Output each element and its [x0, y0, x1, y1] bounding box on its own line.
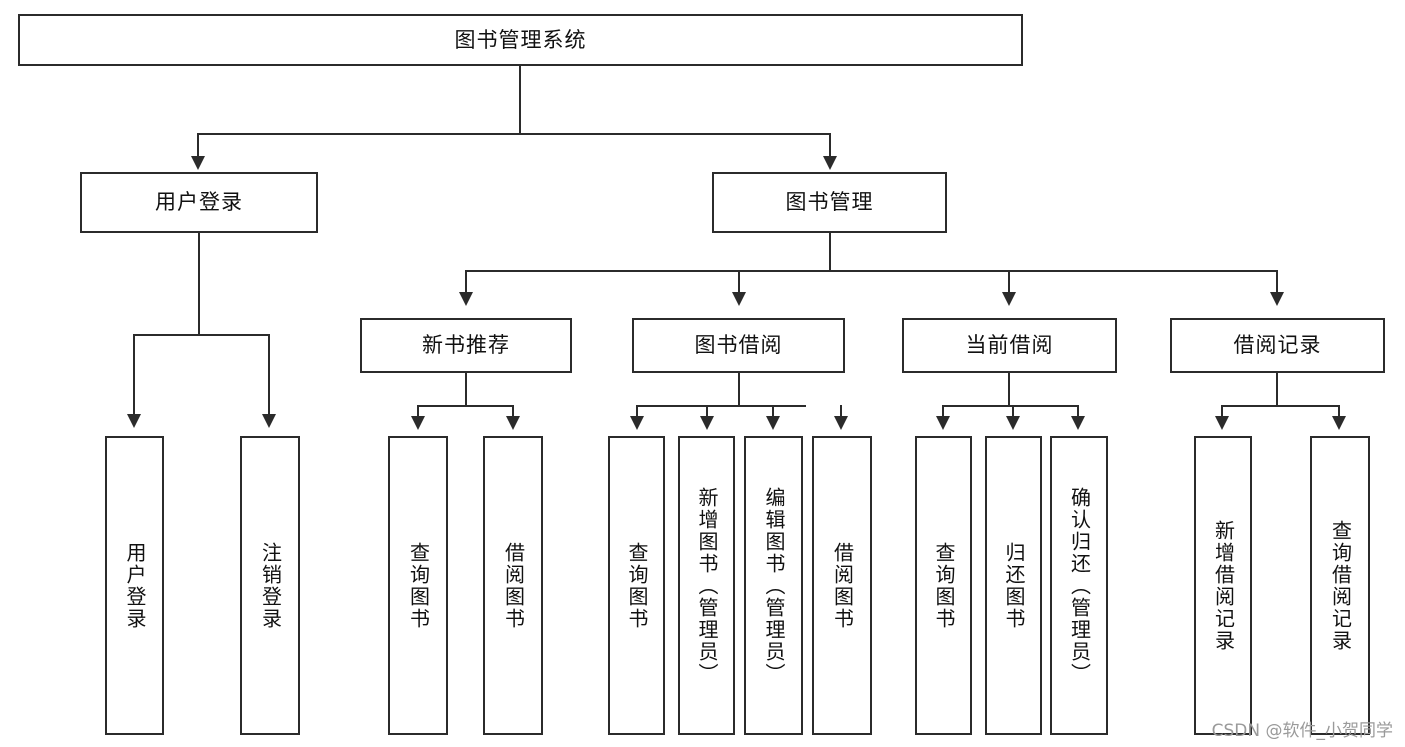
node-label: 借阅图书: [501, 541, 526, 630]
node-current-borrow[interactable]: 当前借阅: [902, 318, 1117, 373]
connector-current-borrow-stem: [1008, 373, 1010, 407]
node-borrow-record[interactable]: 借阅记录: [1170, 318, 1385, 373]
arrowhead-to-new-book: [459, 292, 473, 306]
arrowhead-user-login-child1: [127, 414, 141, 428]
arrowhead-current-borrow-child3: [1071, 416, 1085, 430]
arrowhead-to-book-borrow: [732, 292, 746, 306]
connector-level1-bus: [197, 133, 831, 135]
node-label: 新增借阅记录: [1211, 519, 1236, 652]
node-label: 确认归还（管理员）: [1067, 486, 1092, 685]
arrowhead-book-borrow-child1: [630, 416, 644, 430]
arrowhead-current-borrow-child1: [936, 416, 950, 430]
leaf-book-borrow-query[interactable]: 查询图书: [608, 436, 665, 735]
node-label: 查询图书: [625, 541, 649, 630]
connector-borrow-record-child1: [1221, 405, 1223, 418]
arrowhead-current-borrow-child2: [1006, 416, 1020, 430]
arrowhead-book-borrow-child3: [766, 416, 780, 430]
connector-new-book-stem: [465, 373, 467, 407]
arrowhead-borrow-record-child2: [1332, 416, 1346, 430]
node-label: 借阅图书: [830, 541, 855, 630]
leaf-confirm-return-admin[interactable]: 确认归还（管理员）: [1050, 436, 1108, 735]
node-label: 查询图书: [406, 541, 431, 630]
node-label: 当前借阅: [965, 333, 1054, 358]
leaf-logout[interactable]: 注销登录: [240, 436, 300, 735]
node-label: 图书借阅: [694, 333, 783, 358]
node-label: 编辑图书（管理员）: [762, 486, 786, 685]
connector-new-book-bus: [417, 405, 514, 407]
connector-to-current-borrow: [1008, 270, 1010, 294]
connector-to-borrow-record: [1276, 270, 1278, 294]
leaf-return-book[interactable]: 归还图书: [985, 436, 1042, 735]
leaf-query-borrow-record[interactable]: 查询借阅记录: [1310, 436, 1370, 735]
connector-book-borrow-child2: [706, 405, 708, 418]
connector-book-borrow-child1: [636, 405, 638, 418]
connector-root-stem: [519, 66, 521, 134]
node-label: 新增图书（管理员）: [695, 486, 719, 685]
node-label: 图书管理系统: [454, 27, 587, 52]
leaf-add-borrow-record[interactable]: 新增借阅记录: [1194, 436, 1252, 735]
arrowhead-new-book-child1: [411, 416, 425, 430]
arrowhead-user-login-child2: [262, 414, 276, 428]
arrowhead-to-borrow-record: [1270, 292, 1284, 306]
node-book-management[interactable]: 图书管理: [712, 172, 947, 233]
node-label: 注销登录: [258, 541, 283, 630]
connector-current-borrow-bus: [942, 405, 1078, 407]
arrowhead-book-borrow-child4: [834, 416, 848, 430]
connector-level2-bus: [465, 270, 1277, 272]
leaf-new-book-borrow[interactable]: 借阅图书: [483, 436, 543, 735]
connector-borrow-record-child2: [1338, 405, 1340, 418]
arrowhead-new-book-child2: [506, 416, 520, 430]
connector-borrow-record-bus: [1221, 405, 1340, 407]
arrowhead-to-user-login: [191, 156, 205, 170]
connector-book-borrow-stem: [738, 373, 740, 407]
arrowhead-to-book-manage: [823, 156, 837, 170]
connector-book-borrow-child4: [840, 405, 842, 418]
connector-user-login-child2: [268, 334, 270, 416]
node-user-login[interactable]: 用户登录: [80, 172, 318, 233]
node-label: 用户登录: [155, 190, 243, 215]
connector-to-user-login: [197, 133, 199, 158]
node-label: 用户登录: [123, 541, 147, 630]
leaf-book-borrow-action[interactable]: 借阅图书: [812, 436, 872, 735]
node-label: 查询借阅记录: [1328, 519, 1353, 652]
connector-current-borrow-child2: [1012, 405, 1014, 418]
node-label: 归还图书: [1002, 541, 1026, 630]
node-new-book-recommend[interactable]: 新书推荐: [360, 318, 572, 373]
node-label: 查询图书: [932, 541, 956, 630]
watermark-text: CSDN @软件_小贺同学: [1211, 721, 1393, 741]
connector-current-borrow-child3: [1077, 405, 1079, 418]
leaf-book-edit-admin[interactable]: 编辑图书（管理员）: [744, 436, 803, 735]
connector-to-book-manage: [829, 133, 831, 158]
node-label: 借阅记录: [1233, 333, 1322, 358]
connector-user-login-child1: [133, 334, 135, 416]
leaf-current-borrow-query[interactable]: 查询图书: [915, 436, 972, 735]
connector-book-manage-stem: [829, 233, 831, 271]
leaf-user-login[interactable]: 用户登录: [105, 436, 164, 735]
connector-new-book-child1: [417, 405, 419, 418]
arrowhead-borrow-record-child1: [1215, 416, 1229, 430]
arrowhead-to-current-borrow: [1002, 292, 1016, 306]
leaf-book-add-admin[interactable]: 新增图书（管理员）: [678, 436, 735, 735]
arrowhead-book-borrow-child2: [700, 416, 714, 430]
connector-current-borrow-child1: [942, 405, 944, 418]
node-label: 图书管理: [785, 190, 874, 215]
node-label: 新书推荐: [422, 333, 510, 358]
connector-user-login-stem: [198, 233, 200, 335]
connector-book-borrow-child3: [772, 405, 774, 418]
connector-to-book-borrow: [738, 270, 740, 294]
connector-book-borrow-bus: [636, 405, 806, 407]
node-book-borrow[interactable]: 图书借阅: [632, 318, 845, 373]
leaf-new-book-query[interactable]: 查询图书: [388, 436, 448, 735]
connector-to-new-book: [465, 270, 467, 294]
connector-borrow-record-stem: [1276, 373, 1278, 407]
connector-user-login-bus: [133, 334, 269, 336]
node-root-system[interactable]: 图书管理系统: [18, 14, 1023, 66]
connector-new-book-child2: [512, 405, 514, 418]
